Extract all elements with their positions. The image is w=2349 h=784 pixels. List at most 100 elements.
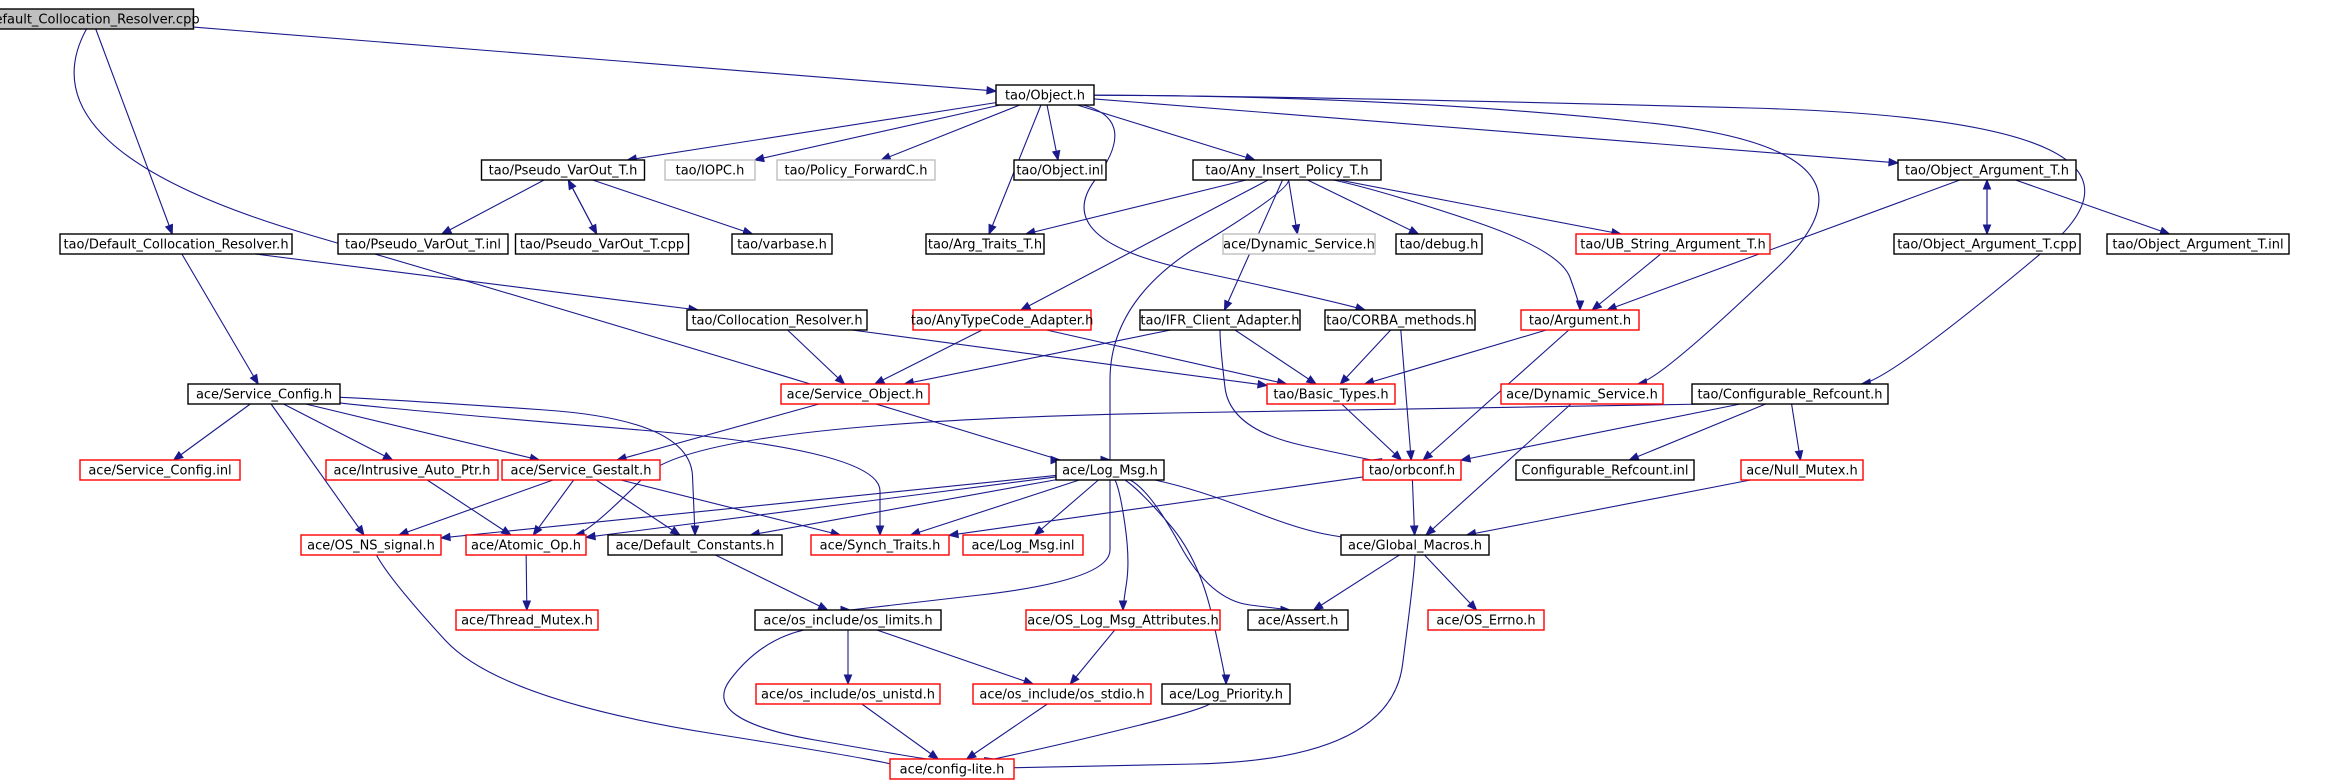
node-box[interactable] [514,233,690,255]
node-box[interactable] [1500,383,1664,405]
node-box[interactable] [1324,309,1476,331]
node-object_argument_cpp[interactable]: tao/Object_Argument_T.cpp [1893,233,2081,255]
node-debug_h[interactable]: tao/debug.h [1395,233,1483,255]
node-box[interactable] [925,233,1045,255]
node-box[interactable] [1266,383,1396,405]
node-box[interactable] [501,459,661,481]
node-box[interactable] [59,233,293,255]
node-box[interactable] [300,534,442,556]
node-any_insert_policy_h[interactable]: tao/Any_Insert_Policy_T.h [1192,159,1382,181]
node-box[interactable] [686,309,868,331]
node-ub_string_argument_h[interactable]: tao/UB_String_Argument_T.h [1575,233,1771,255]
node-root[interactable]: Default_Collocation_Resolver.cpp [0,8,200,30]
node-box[interactable] [1013,159,1107,181]
node-box[interactable] [1740,459,1864,481]
node-box[interactable] [2106,233,2290,255]
node-log_priority_h[interactable]: ace/Log_Priority.h [1161,683,1291,705]
node-log_msg_inl[interactable]: ace/Log_Msg.inl [962,534,1084,556]
node-log_msg_h[interactable]: ace/Log_Msg.h [1055,459,1165,481]
node-box[interactable] [1520,309,1640,331]
node-os_stdio_h[interactable]: ace/os_include/os_stdio.h [972,683,1152,705]
node-config_lite_h[interactable]: ace/config-lite.h [889,758,1015,780]
node-collocation_resolver_h[interactable]: tao/Collocation_Resolver.h [686,309,868,331]
node-os_limits_h[interactable]: ace/os_include/os_limits.h [754,609,942,631]
node-box[interactable] [962,534,1084,556]
node-box[interactable] [912,309,1092,331]
node-global_macros_h[interactable]: ace/Global_Macros.h [1340,534,1490,556]
node-anytypecode_adapter_h[interactable]: tao/AnyTypeCode_Adapter.h [911,309,1094,331]
node-service_object_h[interactable]: ace/Service_Object.h [780,383,930,405]
node-service_config_h[interactable]: ace/Service_Config.h [187,383,341,405]
node-box[interactable] [1575,233,1771,255]
node-service_config_inl[interactable]: ace/Service_Config.inl [79,459,241,481]
node-policy_forwardc_h[interactable]: tao/Policy_ForwardC.h [776,159,936,181]
node-box[interactable] [755,683,941,705]
node-iopc_h[interactable]: tao/IOPC.h [664,159,756,181]
node-intrusive_auto_ptr_h[interactable]: ace/Intrusive_Auto_Ptr.h [325,459,499,481]
node-default_collocation_resolver_h[interactable]: tao/Default_Collocation_Resolver.h [59,233,293,255]
node-thread_mutex_h[interactable]: ace/Thread_Mutex.h [455,609,599,631]
node-box[interactable] [0,8,195,30]
node-default_constants_h[interactable]: ace/Default_Constants.h [607,534,783,556]
node-dynamic_service_ace[interactable]: ace/Dynamic_Service.h [1500,383,1664,405]
node-pseudo_varout_cpp[interactable]: tao/Pseudo_VarOut_T.cpp [514,233,690,255]
node-basic_types_h[interactable]: tao/Basic_Types.h [1266,383,1396,405]
node-box[interactable] [1897,159,2077,181]
node-box[interactable] [889,758,1015,780]
node-orbconf_h[interactable]: tao/orbconf.h [1362,459,1462,481]
node-atomic_op_h[interactable]: ace/Atomic_Op.h [465,534,587,556]
node-box[interactable] [1055,459,1165,481]
node-box[interactable] [337,233,509,255]
node-corba_methods_h[interactable]: tao/CORBA_methods.h [1324,309,1476,331]
node-service_gestalt_h[interactable]: ace/Service_Gestalt.h [501,459,661,481]
node-box[interactable] [480,159,646,181]
node-ifr_client_adapter_h[interactable]: tao/IFR_Client_Adapter.h [1139,309,1301,331]
node-box[interactable] [187,383,341,405]
node-box[interactable] [1139,309,1301,331]
node-object_h[interactable]: tao/Object.h [995,84,1095,106]
node-dynamic_service_tao[interactable]: ace/Dynamic_Service.h [1222,233,1376,255]
node-box[interactable] [1691,383,1889,405]
node-box[interactable] [1395,233,1483,255]
node-argument_h[interactable]: tao/Argument.h [1520,309,1640,331]
node-box[interactable] [731,233,833,255]
node-box[interactable] [754,609,942,631]
node-configurable_refcount_inl[interactable]: Configurable_Refcount.inl [1515,459,1695,481]
node-box[interactable] [465,534,587,556]
node-box[interactable] [1222,233,1376,255]
node-box[interactable] [455,609,599,631]
node-varbase_h[interactable]: tao/varbase.h [731,233,833,255]
node-box[interactable] [972,683,1152,705]
node-box[interactable] [1025,609,1221,631]
node-box[interactable] [780,383,930,405]
node-os_unistd_h[interactable]: ace/os_include/os_unistd.h [755,683,941,705]
node-os_ns_signal_h[interactable]: ace/OS_NS_signal.h [300,534,442,556]
node-configurable_refcount_h[interactable]: tao/Configurable_Refcount.h [1691,383,1889,405]
node-box[interactable] [1427,609,1545,631]
node-pseudo_varout_h[interactable]: tao/Pseudo_VarOut_T.h [480,159,646,181]
node-assert_h[interactable]: ace/Assert.h [1247,609,1349,631]
node-null_mutex_h[interactable]: ace/Null_Mutex.h [1740,459,1864,481]
node-object_argument_inl[interactable]: tao/Object_Argument_T.inl [2106,233,2290,255]
node-arg_traits_h[interactable]: tao/Arg_Traits_T.h [925,233,1045,255]
node-box[interactable] [607,534,783,556]
node-box[interactable] [1340,534,1490,556]
node-box[interactable] [325,459,499,481]
node-box[interactable] [1161,683,1291,705]
node-box[interactable] [1192,159,1382,181]
node-pseudo_varout_inl[interactable]: tao/Pseudo_VarOut_T.inl [337,233,509,255]
node-object_argument_h[interactable]: tao/Object_Argument_T.h [1897,159,2077,181]
node-box[interactable] [79,459,241,481]
node-os_log_msg_attributes_h[interactable]: ace/OS_Log_Msg_Attributes.h [1025,609,1221,631]
node-box[interactable] [1893,233,2081,255]
node-os_errno_h[interactable]: ace/OS_Errno.h [1427,609,1545,631]
node-box[interactable] [1515,459,1695,481]
node-box[interactable] [810,534,950,556]
node-box[interactable] [776,159,936,181]
node-box[interactable] [995,84,1095,106]
node-synch_traits_h[interactable]: ace/Synch_Traits.h [810,534,950,556]
node-box[interactable] [1247,609,1349,631]
node-box[interactable] [1362,459,1462,481]
node-box[interactable] [664,159,756,181]
node-object_inl[interactable]: tao/Object.inl [1013,159,1107,181]
